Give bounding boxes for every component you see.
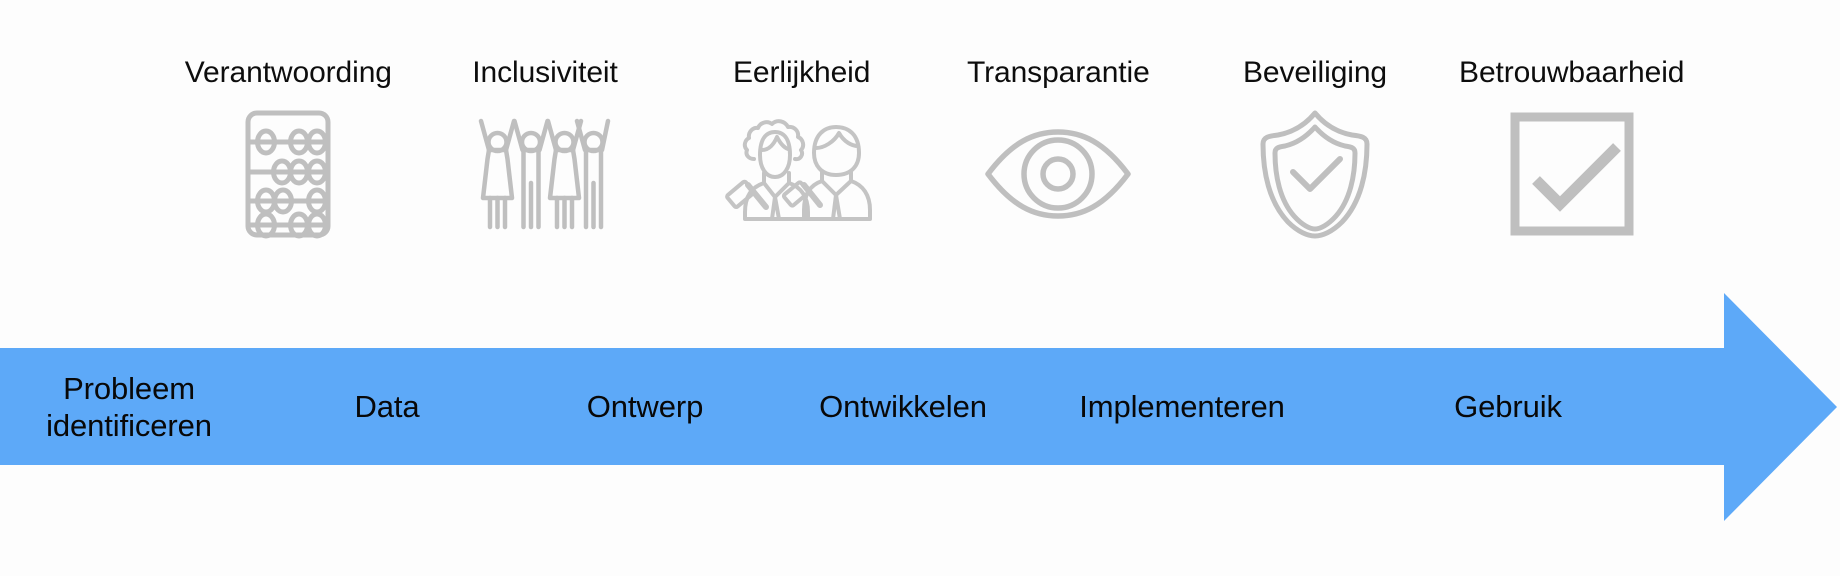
- principle-betrouwbaarheid: Betrouwbaarheid: [1443, 56, 1700, 241]
- stage-label: Implementeren: [1079, 389, 1285, 424]
- principle-label: Beveiliging: [1243, 56, 1388, 89]
- principle-inclusiviteit: Inclusiviteit: [417, 56, 674, 241]
- shield-check-icon: [1240, 106, 1390, 241]
- arrow-shape: [0, 293, 1837, 521]
- stage-label: Data: [354, 389, 420, 424]
- stage-data: Data: [258, 348, 516, 465]
- stage-ontwikkelen: Ontwikkelen: [774, 348, 1032, 465]
- stage-ontwerp: Ontwerp: [516, 348, 774, 465]
- checkbox-check-icon: [1497, 106, 1647, 241]
- principle-beveiliging: Beveiliging: [1187, 56, 1444, 241]
- stage-probleem-identificeren: Probleem identificeren: [0, 348, 258, 465]
- stage-gebruik: Gebruik: [1332, 348, 1724, 465]
- eye-icon: [983, 106, 1133, 241]
- abacus-icon: [213, 106, 363, 241]
- principle-label: Transparantie: [967, 56, 1150, 89]
- process-stages: Probleem identificeren Data Ontwerp Ontw…: [0, 348, 1724, 465]
- principle-label: Verantwoording: [184, 56, 392, 89]
- stage-label: Ontwerp: [586, 389, 704, 424]
- principle-label: Inclusiviteit: [472, 56, 618, 89]
- process-arrow: Probleem identificeren Data Ontwerp Ontw…: [0, 290, 1840, 524]
- stage-label: Probleem identificeren: [46, 370, 212, 443]
- stage-label: Gebruik: [1454, 389, 1562, 424]
- people-raised-arms-icon: [470, 106, 620, 241]
- principle-label: Betrouwbaarheid: [1459, 56, 1685, 89]
- stage-implementeren: Implementeren: [1032, 348, 1332, 465]
- stage-label: Ontwikkelen: [819, 389, 987, 424]
- principle-label: Eerlijkheid: [733, 56, 871, 89]
- principle-verantwoording: Verantwoording: [160, 56, 417, 241]
- principle-transparantie: Transparantie: [930, 56, 1187, 241]
- principles-row: Verantwoording: [160, 56, 1700, 286]
- principle-eerlijkheid: Eerlijkheid: [673, 56, 930, 241]
- judges-gavel-icon: [724, 106, 877, 241]
